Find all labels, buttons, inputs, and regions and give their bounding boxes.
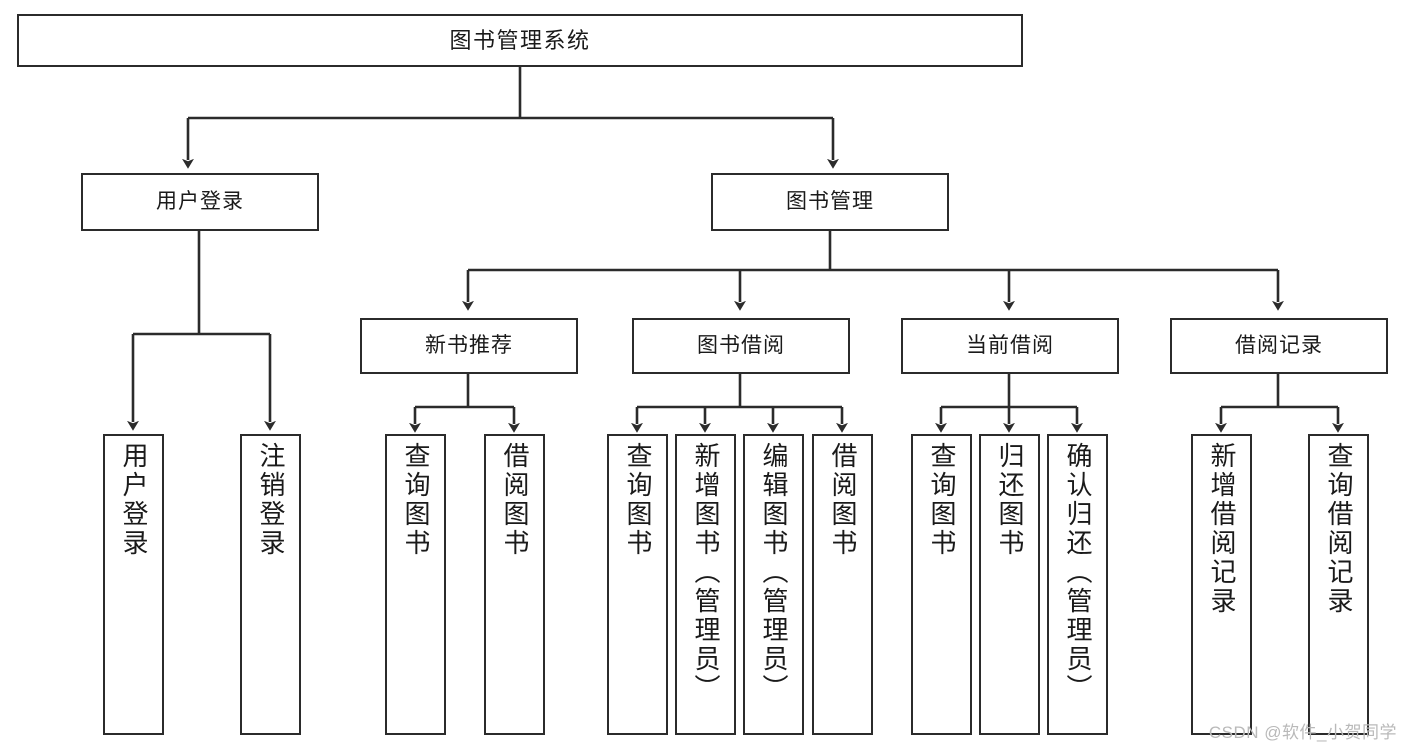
node-book-manage-label: 图书管理 [786, 189, 874, 213]
node-leaf-logout-label: 注销登录 [256, 442, 287, 558]
node-leaf-add-book[interactable]: 新增图书（管理员） [675, 434, 736, 735]
node-new-book-recommend-label: 新书推荐 [425, 333, 513, 357]
node-current-borrow-label: 当前借阅 [966, 333, 1054, 357]
node-leaf-query-book-1-label: 查询图书 [401, 442, 432, 558]
node-leaf-query-record-label: 查询借阅记录 [1324, 442, 1355, 616]
node-root-system[interactable]: 图书管理系统 [17, 14, 1023, 67]
node-new-book-recommend[interactable]: 新书推荐 [360, 318, 578, 374]
node-leaf-confirm-return[interactable]: 确认归还（管理员） [1047, 434, 1108, 735]
node-leaf-borrow-book-2[interactable]: 借阅图书 [812, 434, 873, 735]
node-leaf-query-book-2-label: 查询图书 [623, 442, 654, 558]
node-root-system-label: 图书管理系统 [449, 27, 591, 53]
node-leaf-query-book-3[interactable]: 查询图书 [911, 434, 972, 735]
node-borrow-record-label: 借阅记录 [1235, 333, 1323, 357]
node-leaf-query-book-3-label: 查询图书 [927, 442, 958, 558]
node-book-borrow-label: 图书借阅 [697, 333, 785, 357]
node-leaf-user-login-label: 用户登录 [119, 442, 150, 558]
node-leaf-edit-book[interactable]: 编辑图书（管理员） [743, 434, 804, 735]
node-leaf-query-book-1[interactable]: 查询图书 [385, 434, 446, 735]
node-leaf-borrow-book-2-label: 借阅图书 [828, 442, 859, 558]
node-leaf-return-book-label: 归还图书 [995, 442, 1026, 558]
node-leaf-add-record[interactable]: 新增借阅记录 [1191, 434, 1252, 735]
node-leaf-borrow-book-1[interactable]: 借阅图书 [484, 434, 545, 735]
node-leaf-edit-book-label: 编辑图书（管理员） [759, 442, 790, 703]
node-leaf-query-book-2[interactable]: 查询图书 [607, 434, 668, 735]
node-book-borrow[interactable]: 图书借阅 [632, 318, 850, 374]
node-leaf-add-record-label: 新增借阅记录 [1207, 442, 1238, 616]
node-leaf-return-book[interactable]: 归还图书 [979, 434, 1040, 735]
node-leaf-query-record[interactable]: 查询借阅记录 [1308, 434, 1369, 735]
node-leaf-borrow-book-1-label: 借阅图书 [500, 442, 531, 558]
node-book-manage[interactable]: 图书管理 [711, 173, 949, 231]
node-user-login-label: 用户登录 [156, 189, 244, 213]
node-leaf-logout[interactable]: 注销登录 [240, 434, 301, 735]
node-leaf-confirm-return-label: 确认归还（管理员） [1063, 442, 1094, 703]
node-leaf-user-login[interactable]: 用户登录 [103, 434, 164, 735]
node-borrow-record[interactable]: 借阅记录 [1170, 318, 1388, 374]
node-leaf-add-book-label: 新增图书（管理员） [691, 442, 722, 703]
node-user-login[interactable]: 用户登录 [81, 173, 319, 231]
node-current-borrow[interactable]: 当前借阅 [901, 318, 1119, 374]
